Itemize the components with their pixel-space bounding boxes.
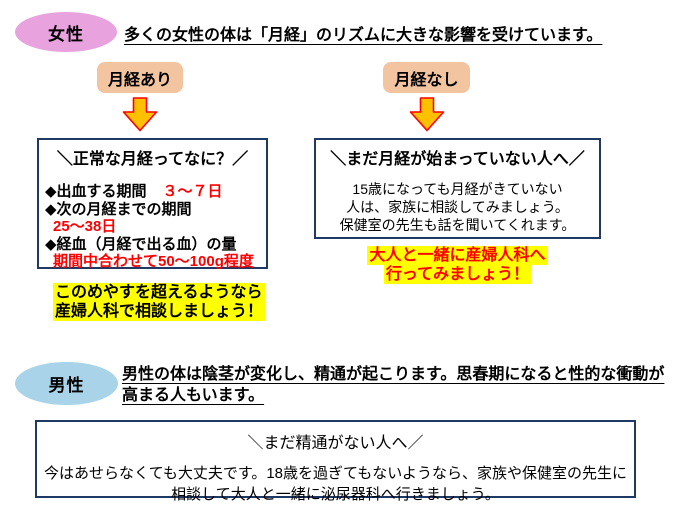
visit-gynecologist-advice-line: 行ってみましょう！ xyxy=(383,265,532,284)
over-guideline-advice: このめやすを超えるようなら 産婦人科で相談しましょう！ xyxy=(53,283,266,321)
down-arrow-icon xyxy=(122,97,158,132)
female-badge: 女性 xyxy=(15,12,117,52)
no-period-advice-line: 15歳になっても月経がきていない xyxy=(352,181,563,197)
male-badge: 男性 xyxy=(15,362,118,405)
male-section-heading-line: 男性の体は陰茎が変化し、精通が起こります。思春期になると性的な衝動が xyxy=(122,366,665,383)
bullet-cycle-label: ◆次の月経までの期間 xyxy=(45,200,192,218)
no-period-advice-line: 保健室の先生も話を聞いてくれます。 xyxy=(339,217,576,233)
bullet-bleeding-label: ◆出血する期間 xyxy=(45,183,147,200)
no-ejaculation-advice-line: 今はあせらなくても大丈夫です。18歳を過ぎてもないようなら、家族や保健室の先生に xyxy=(44,465,627,482)
no-period-advice-box: ＼まだ月経が始まっていない人へ／ 15歳になっても月経がきていない 人は、家族に… xyxy=(314,138,601,239)
visit-gynecologist-advice-line: 大人と一緒に産婦人科へ xyxy=(367,246,548,265)
no-ejaculation-advice-box: ＼まだ精通がない人へ／ 今はあせらなくても大丈夫です。18歳を過ぎてもないような… xyxy=(35,420,636,503)
bullet-volume-value: 期間中合わせて50～100g程度 xyxy=(53,253,254,270)
normal-period-box-title: ＼正常な月経ってなに？／ xyxy=(56,151,249,168)
no-ejaculation-advice-line: 相談して大人と一緒に泌尿器科へ行きましょう。 xyxy=(171,486,500,503)
female-section-heading: 多くの女性の体は「月経」のリズムに大きな影響を受けています。 xyxy=(124,27,603,44)
over-guideline-advice-line: 産婦人科で相談しましょう！ xyxy=(53,302,266,321)
bullet-bleeding-value: ３～７日 xyxy=(162,183,223,200)
bullet-cycle-value: 25～38日 xyxy=(53,218,117,235)
no-period-tag: 月経なし xyxy=(383,62,470,93)
normal-period-box-list: ◆出血する期間 ３～７日 ◆次の月経までの期間 25～38日 ◆経血（月経で出る血… xyxy=(39,183,266,271)
male-section-heading-line: 高まる人もいます。 xyxy=(122,387,265,404)
has-period-tag: 月経あり xyxy=(97,62,183,93)
no-period-advice-line: 人は、家族に相談してみましょう。 xyxy=(346,199,569,215)
male-section-heading: 男性の体は陰茎が変化し、精通が起こります。思春期になると性的な衝動が 高まる人も… xyxy=(122,364,688,406)
down-arrow-icon xyxy=(409,97,445,132)
bullet-volume-label: ◆経血（月経で出る血）の量 xyxy=(45,235,237,253)
visit-gynecologist-advice: 大人と一緒に産婦人科へ 行ってみましょう！ xyxy=(314,246,601,284)
bullet-bleeding-days: ◆出血する期間 ３～７日 xyxy=(45,183,266,201)
no-ejaculation-advice-title: ＼まだ精通がない人へ／ xyxy=(247,435,424,452)
no-ejaculation-advice-body: 今はあせらなくても大丈夫です。18歳を過ぎてもないようなら、家族や保健室の先生に… xyxy=(37,463,634,505)
no-period-advice-title: ＼まだ月経が始まっていない人へ／ xyxy=(330,151,585,168)
normal-period-box: ＼正常な月経ってなに？／ ◆出血する期間 ３～７日 ◆次の月経までの期間 25～3… xyxy=(37,138,268,271)
over-guideline-advice-line: このめやすを超えるようなら xyxy=(53,283,265,302)
no-period-advice-body: 15歳になっても月経がきていない 人は、家族に相談してみましょう。 保健室の先生… xyxy=(316,180,599,234)
